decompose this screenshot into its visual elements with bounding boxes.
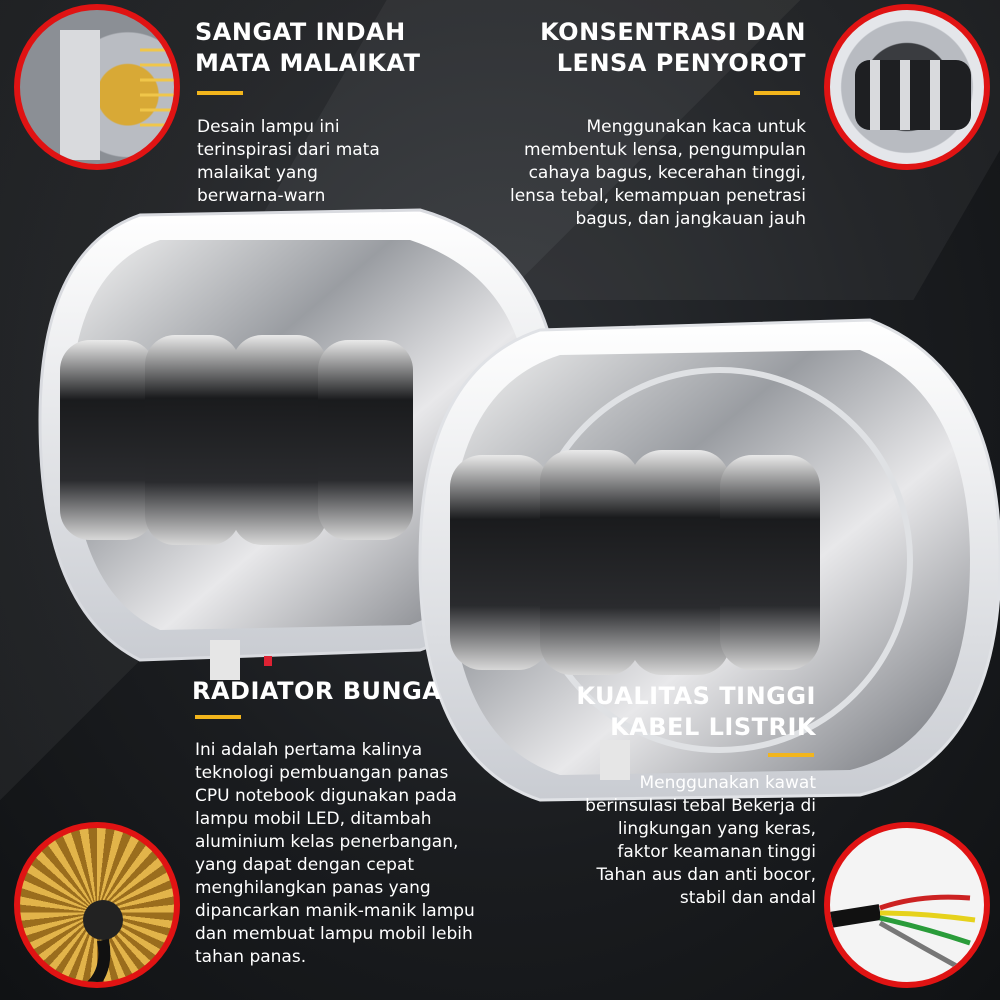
accent-bar bbox=[754, 91, 800, 95]
accent-bar bbox=[197, 91, 243, 95]
back-lamp-projectors bbox=[60, 335, 413, 545]
section-title-angel-eye: SANGAT INDAH MATA MALAIKAT bbox=[195, 18, 421, 77]
section-body-projector-lens: Menggunakan kaca untuk membentuk lensa, … bbox=[509, 117, 806, 229]
cable-closeup-icon bbox=[824, 822, 990, 988]
front-lamp-projectors bbox=[450, 450, 820, 675]
section-body-flower-radiator: Ini adalah pertama kalinya teknologi pem… bbox=[195, 740, 475, 967]
section-title-flower-radiator: RADIATOR BUNGA bbox=[192, 677, 442, 705]
section-body-cable: Menggunakan kawat berinsulasi tebal Beke… bbox=[585, 773, 816, 908]
accent-bar bbox=[195, 715, 241, 719]
section-title-cable: KUALITAS TINGGI KABEL LISTRIK bbox=[576, 682, 816, 741]
lens-closeup-icon bbox=[824, 4, 990, 170]
section-body-angel-eye: Desain lampu ini terinspirasi dari mata … bbox=[197, 117, 380, 206]
flower-radiator-closeup-icon bbox=[14, 822, 180, 988]
section-title-projector-lens: KONSENTRASI DAN LENSA PENYOROT bbox=[540, 18, 806, 77]
heatsink-closeup-icon bbox=[14, 4, 180, 170]
accent-bar bbox=[768, 753, 814, 757]
